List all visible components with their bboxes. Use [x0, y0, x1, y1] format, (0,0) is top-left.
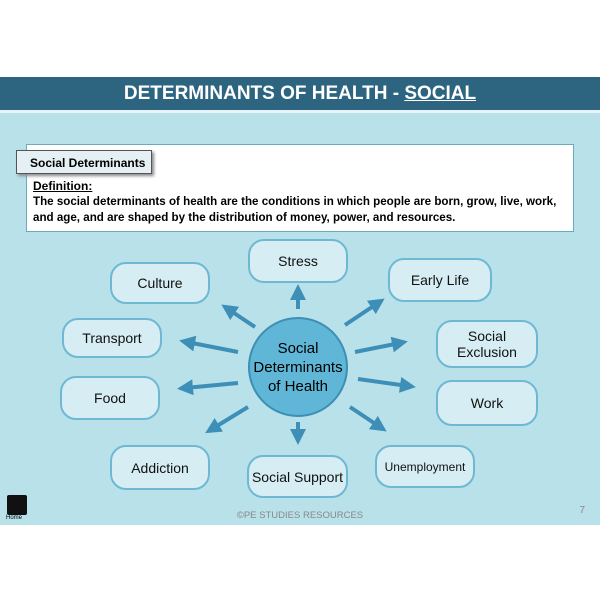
slide-title: DETERMINANTS OF HEALTH - SOCIAL: [0, 77, 600, 113]
page-number: 7: [579, 505, 585, 516]
node-stress: Stress: [248, 239, 348, 283]
arrow-early-life: [343, 298, 385, 327]
node-culture: Culture: [110, 262, 210, 304]
home-icon[interactable]: [7, 495, 27, 515]
node-work: Work: [436, 380, 538, 426]
definition-tag: Social Determinants: [16, 150, 152, 174]
arrow-unemployment: [348, 405, 387, 432]
arrow-culture: [221, 304, 257, 329]
slide: DETERMINANTS OF HEALTH - SOCIAL Social D…: [0, 77, 600, 525]
node-food: Food: [60, 376, 160, 420]
arrow-food: [177, 379, 239, 396]
definition-text: The social determinants of health are th…: [33, 195, 557, 224]
arrows: [177, 284, 416, 445]
node-social-support: Social Support: [247, 455, 348, 498]
node-addiction: Addiction: [110, 445, 210, 490]
node-early-life: Early Life: [388, 258, 492, 302]
arrow-addiction: [205, 405, 250, 434]
title-emphasis: SOCIAL: [404, 83, 477, 104]
arrow-social-exclusion: [354, 336, 408, 354]
copyright: ©PE STUDIES RESOURCES: [236, 510, 364, 521]
node-unemployment: Unemployment: [375, 445, 475, 488]
title-text: DETERMINANTS OF HEALTH -: [123, 83, 405, 104]
arrow-transport: [179, 335, 239, 354]
node-transport: Transport: [62, 318, 162, 358]
home-label[interactable]: Home: [6, 515, 23, 521]
center-node: Social Determinants of Health: [248, 317, 348, 417]
node-social-exclusion: Social Exclusion: [436, 320, 538, 368]
definition-label: Definition:: [33, 179, 93, 193]
arrow-work: [357, 376, 416, 393]
